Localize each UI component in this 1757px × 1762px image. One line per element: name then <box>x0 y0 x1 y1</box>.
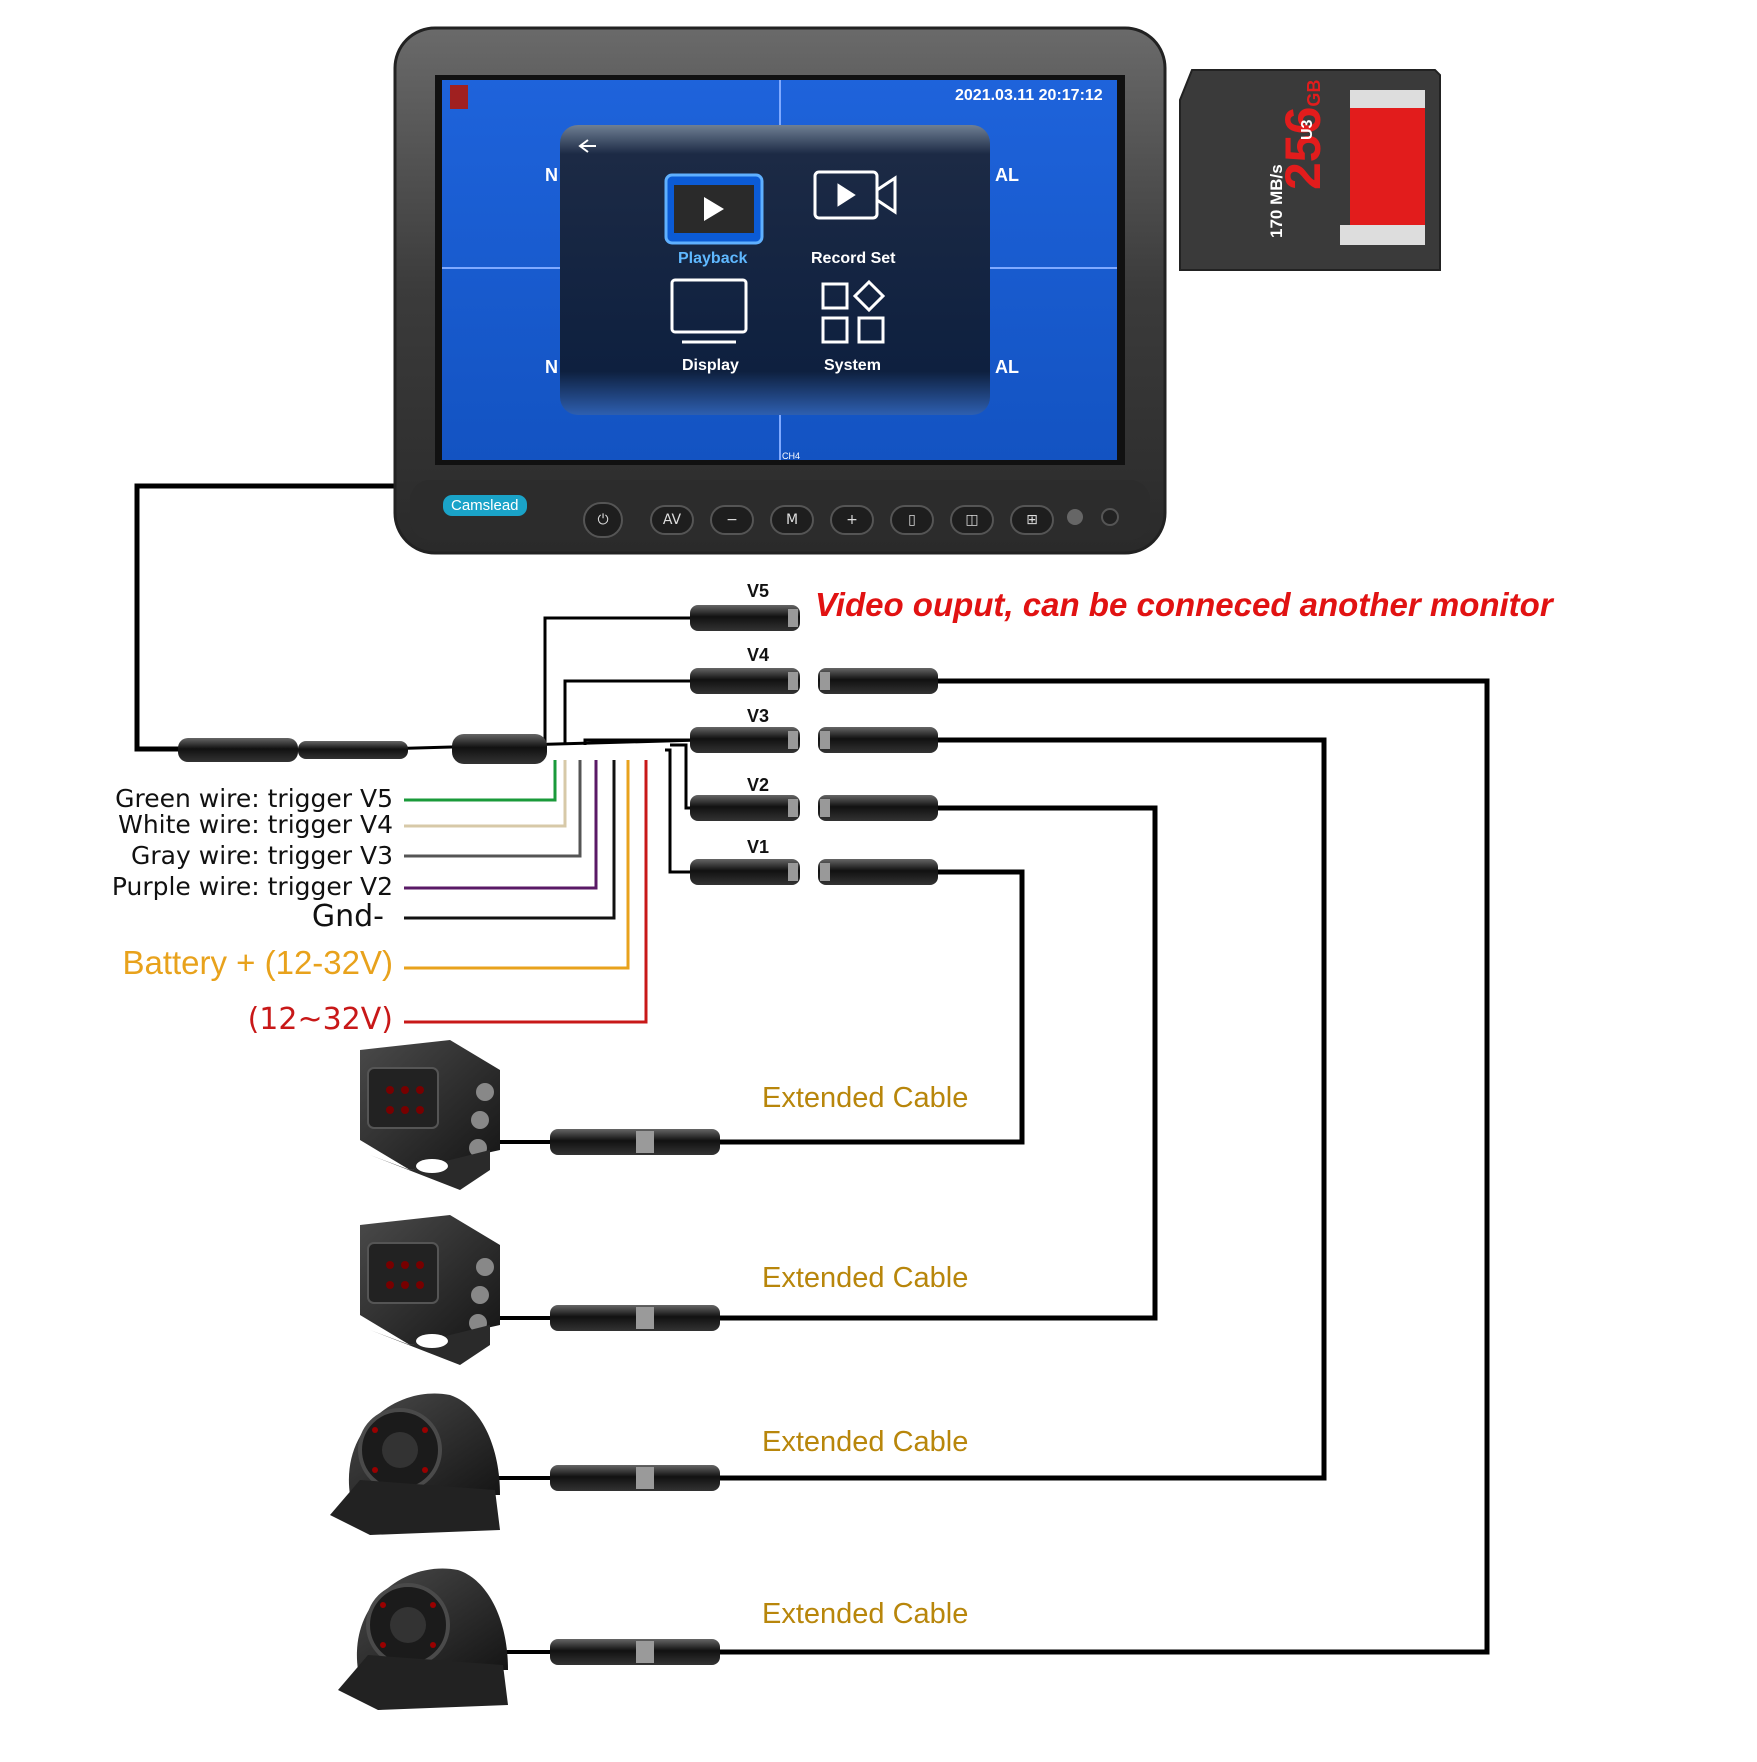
channel-label-v1: V1 <box>747 837 770 857</box>
minus-button[interactable]: − <box>710 505 754 535</box>
wire-label-purple: Purple wire: trigger V2 <box>111 872 393 901</box>
sd-class: U3 <box>1299 119 1316 140</box>
wire-label-gnd: Gnd- <box>311 899 384 934</box>
display-icon <box>670 278 748 344</box>
channel-label-v3: V3 <box>747 706 770 726</box>
screen-bg-fragment-br: AL <box>995 357 1019 377</box>
brand-badge: Camslead <box>443 495 527 516</box>
menu-item-playback[interactable]: Playback <box>678 250 748 267</box>
output-v2-to-cam2 <box>720 805 1158 1321</box>
trigger-wires <box>404 760 648 1024</box>
channel-label-v4: V4 <box>747 645 770 665</box>
extended-cable-label-3: Extended Cable <box>762 1426 969 1458</box>
dome-camera-1-icon <box>330 1393 500 1535</box>
plus-button[interactable]: + <box>830 505 874 535</box>
channel-label-v5: V5 <box>747 581 770 601</box>
dome-camera-2-icon <box>338 1568 508 1710</box>
apps-icon <box>821 279 886 344</box>
power-button[interactable]: ⏻ <box>583 502 623 538</box>
extended-cable-label-4: Extended Cable <box>762 1598 969 1630</box>
single-view-button[interactable]: ▯ <box>890 505 934 535</box>
av-button[interactable]: AV <box>650 505 694 535</box>
menu-item-record-set[interactable]: Record Set <box>811 250 896 267</box>
harness-connectors <box>178 734 547 764</box>
monitor <box>393 26 1167 555</box>
film-play-icon <box>664 173 764 245</box>
wire-label-battery: Battery + (12-32V) <box>122 944 393 981</box>
wire-label-acc: (12~32V) <box>247 1002 393 1037</box>
wire-label-green: Green wire: trigger V5 <box>115 784 393 813</box>
menu-panel <box>560 125 990 415</box>
back-arrow-icon <box>578 139 596 153</box>
screen-timestamp: 2021.03.11 20:17:12 <box>955 87 1103 104</box>
screen-bg-fragment-bl: N <box>545 357 558 377</box>
camera-record-icon <box>813 170 897 220</box>
sd-speed: 170 MB/s <box>1267 164 1286 238</box>
screen-bg-fragment-tr: AL <box>995 165 1019 185</box>
sd-capacity-unit: GB <box>1304 79 1324 107</box>
extended-cable-label-1: Extended Cable <box>762 1082 969 1114</box>
channel-label-v2: V2 <box>747 775 770 795</box>
menu-item-system[interactable]: System <box>824 357 881 374</box>
wire-label-white: White wire: trigger V4 <box>118 810 393 839</box>
box-camera-1-icon <box>360 1040 500 1190</box>
wire-label-gray: Gray wire: trigger V3 <box>131 841 393 870</box>
box-camera-2-icon <box>360 1215 500 1365</box>
sd-card-icon <box>1179 69 1441 271</box>
harness-branches <box>379 616 701 874</box>
menu-button[interactable]: M <box>770 505 814 535</box>
output-v3-to-cam3 <box>720 737 1327 1481</box>
camera-cable-connectors <box>495 1129 720 1665</box>
screen-bg-fragment-tl: N <box>545 165 558 185</box>
black-wires <box>134 483 1490 1655</box>
output-v4-to-cam4 <box>720 678 1490 1655</box>
menu-item-display[interactable]: Display <box>682 357 739 374</box>
output-v1-to-cam1 <box>720 869 1025 1145</box>
video-connectors <box>690 605 938 885</box>
monitor-cable <box>134 483 400 752</box>
extended-cable-label-2: Extended Cable <box>762 1262 969 1294</box>
split-view-button[interactable]: ◫ <box>950 505 994 535</box>
screen-channel-label: CH4 <box>782 451 801 461</box>
video-output-note: Video ouput, can be conneced another mon… <box>815 586 1553 623</box>
quad-view-button[interactable]: ⊞ <box>1010 505 1054 535</box>
